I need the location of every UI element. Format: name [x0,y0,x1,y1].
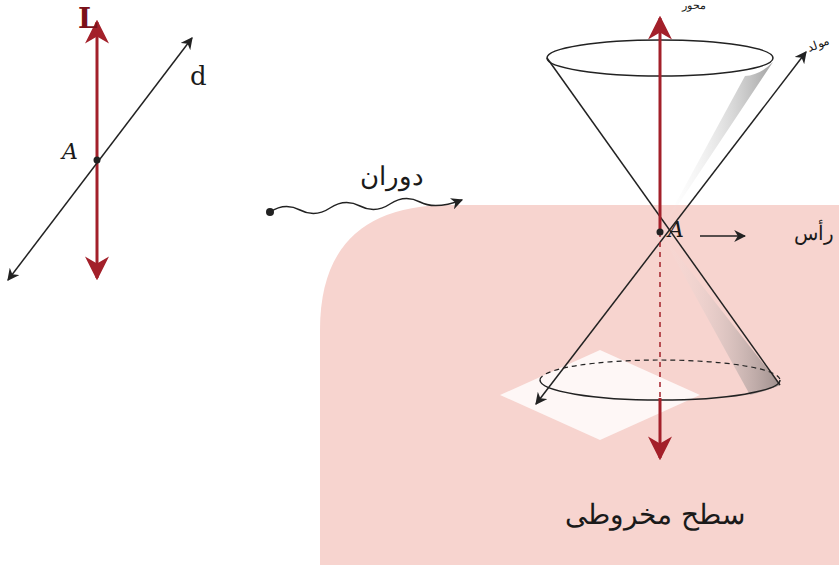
leader-arrow [700,235,745,237]
axis-line [659,18,662,232]
cone-shading [660,62,773,232]
label: محور [682,0,706,12]
generator-line [536,52,806,404]
label: مولد [806,35,831,55]
label: سطح مخروطی [565,500,745,531]
label: A [668,218,684,242]
axis-hidden [659,232,661,398]
label: رأس [794,222,834,244]
label: A [62,140,78,164]
generator-line [8,38,192,280]
label: دوران [360,162,424,191]
label: d [190,62,207,91]
label: L [78,4,98,35]
cone-edge [547,58,780,385]
axis-line [659,398,662,458]
cone-shading [660,232,780,395]
axis-line [96,22,99,278]
point-a [94,157,101,164]
rotation-arrow [270,198,462,213]
watermark-shape [320,205,839,565]
apex-point [657,229,664,236]
watermark-icon [500,350,700,440]
